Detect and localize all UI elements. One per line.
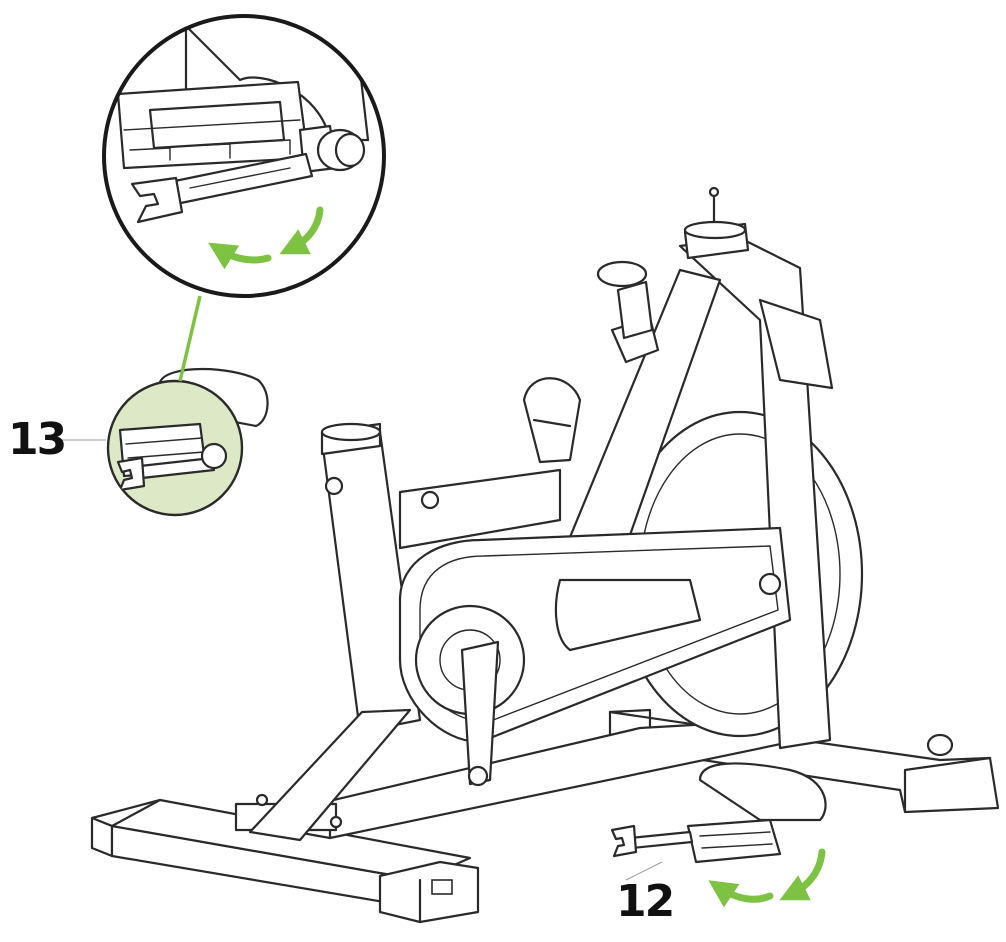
pedal-icon [686, 818, 782, 864]
frame-tube [398, 468, 562, 550]
wrench-icon [628, 830, 694, 850]
curved-arrow-icon [208, 206, 324, 270]
seat-tube [320, 422, 422, 734]
callout-number-13: 13 [8, 414, 67, 465]
resistance-knob [596, 260, 660, 364]
zoom-detail [102, 14, 386, 298]
curved-arrow-icon [708, 848, 826, 908]
right-pedal [610, 762, 827, 881]
handlebar-bracket [758, 298, 834, 390]
crank-arm [460, 640, 500, 786]
left-pedal-highlight [106, 367, 269, 517]
bottle-holder [522, 377, 582, 464]
rear-leg [248, 708, 412, 842]
callout-number-12: 12 [616, 876, 675, 927]
zoom-connector [178, 295, 202, 382]
pedal-strap [698, 762, 827, 822]
rear-stabilizer [90, 798, 480, 924]
exercise-bike [90, 186, 1000, 924]
